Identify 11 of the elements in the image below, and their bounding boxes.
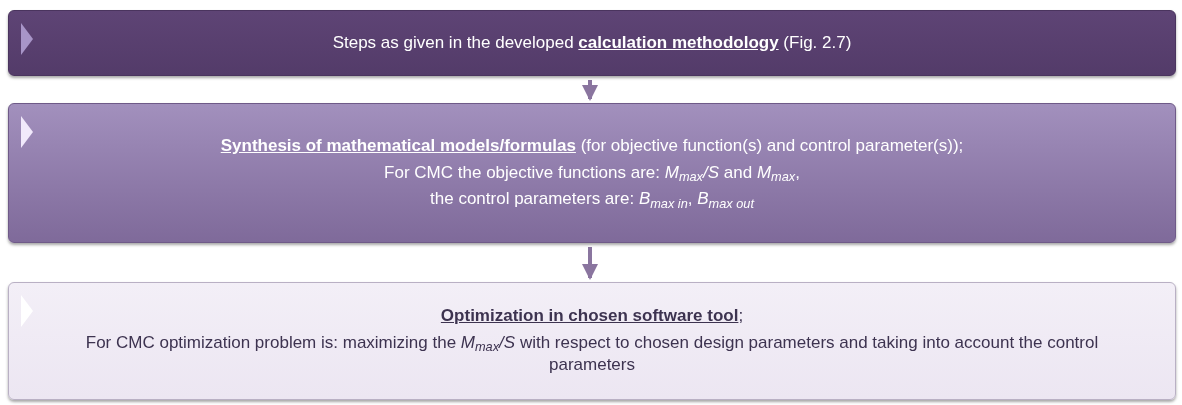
arrow [582,80,598,101]
box-heading: Optimization in chosen software tool; [440,304,744,327]
arrow [582,247,598,280]
process-box [8,103,1176,243]
process-box [8,10,1176,76]
box-text: For CMC optimization problem is: maximizing the M$_{max}$/S with respect to chosen design parameters and taking into account the control parameters [84,331,1100,377]
box-heading: Steps as given in the developed calculation methodology (Fig. 2.7) [332,31,852,54]
box-heading: Synthesis of mathematical models/formulas (for objective function(s) and control parameter(s)); [220,134,964,157]
box-text: the control parameters are: B$_{max in}$, B$_{max out}$ [430,188,754,212]
box-text: For CMC the objective functions are: M$_{max}$/S and M$_{max}$, [384,161,800,185]
process-box [8,282,1176,400]
